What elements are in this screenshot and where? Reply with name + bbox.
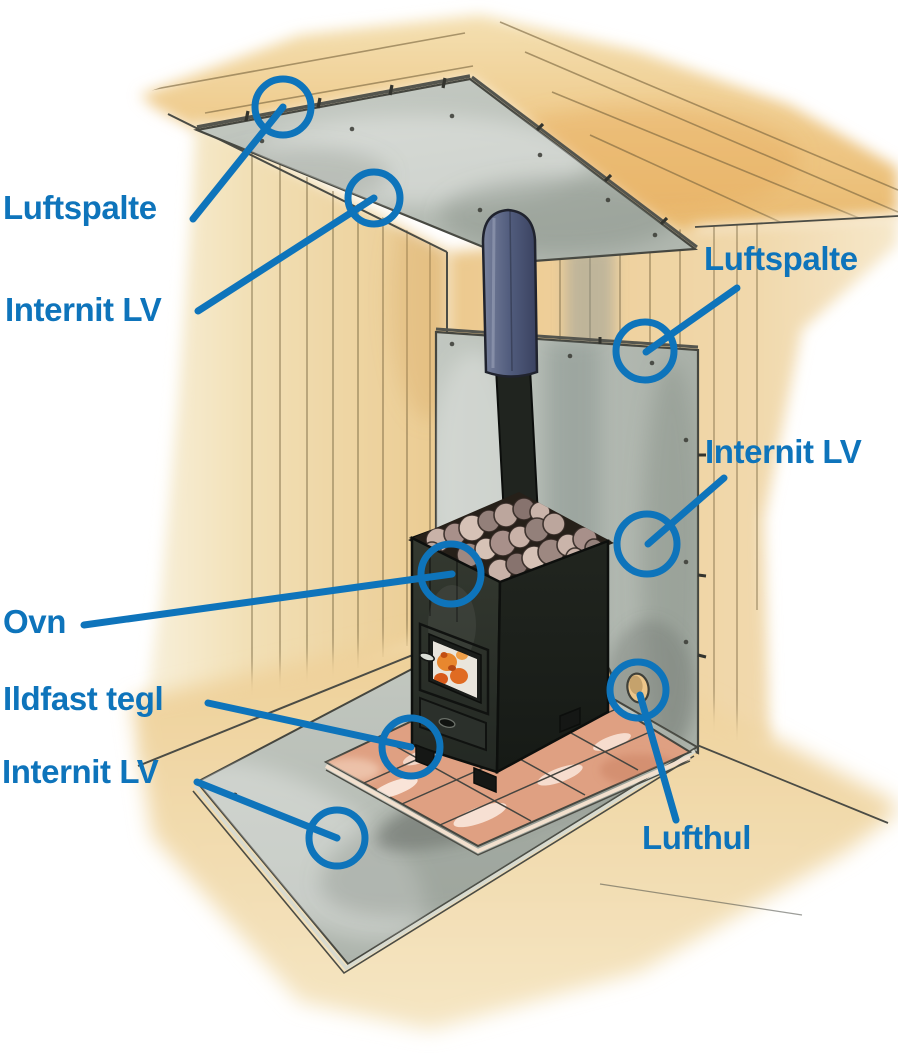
chimney-heat-shield (481, 208, 539, 378)
chimney (481, 208, 540, 517)
drawer-handle (438, 718, 456, 728)
wall-board-screws (449, 341, 689, 645)
callout-annotations (80, 75, 741, 870)
chimney-shadow-on-wall (566, 248, 614, 353)
ceiling-board-edge-rail (471, 75, 698, 249)
callout-circle-internit-left (344, 168, 404, 228)
sauna-stove (408, 492, 614, 794)
fire-window (433, 641, 477, 698)
callout-circle-luftspalte-left (251, 75, 315, 139)
door-handle (419, 652, 435, 662)
callout-circle-ildfast-tegl (378, 714, 444, 780)
callout-circle-luftspalte-right (612, 318, 678, 384)
callout-line-luftspalte-right (642, 284, 741, 356)
stove-legs (415, 706, 581, 794)
callout-circle-lufthul (606, 658, 670, 722)
ceiling-board-screws (259, 113, 658, 238)
callout-line-ildfast-tegl (204, 699, 415, 751)
callout-line-internit-left (194, 194, 378, 315)
callout-circle-internit-right (613, 510, 681, 578)
label-internit-lv-bottom: Internit LV (2, 753, 159, 790)
label-internit-lv-right: Internit LV (705, 433, 862, 470)
label-ildfast-tegl: Ildfast tegl (3, 680, 164, 717)
tile-thickness-edge (325, 755, 691, 854)
label-ovn: Ovn (3, 603, 66, 640)
callout-circle-internit-bottom (305, 806, 369, 870)
stove-panel-seams (429, 552, 458, 622)
callout-line-internit-right (644, 474, 728, 548)
floor-lines (599, 744, 889, 916)
callout-circle-ovn (417, 540, 485, 608)
label-lufthul: Lufthul (642, 819, 751, 856)
label-luftspalte-left: Luftspalte (3, 189, 157, 226)
lufthul-hole (629, 675, 643, 695)
air-gap-spacers-ceiling (244, 77, 669, 226)
floor-board-thickness-edge (193, 749, 696, 971)
ceiling-board-edge-rail (196, 74, 471, 129)
label-luftspalte-right: Luftspalte (704, 240, 858, 277)
label-internit-lv-left: Internit LV (5, 291, 162, 328)
callout-line-ovn (80, 570, 456, 629)
callout-line-luftspalte-left (189, 103, 287, 223)
stove-door (418, 622, 490, 716)
